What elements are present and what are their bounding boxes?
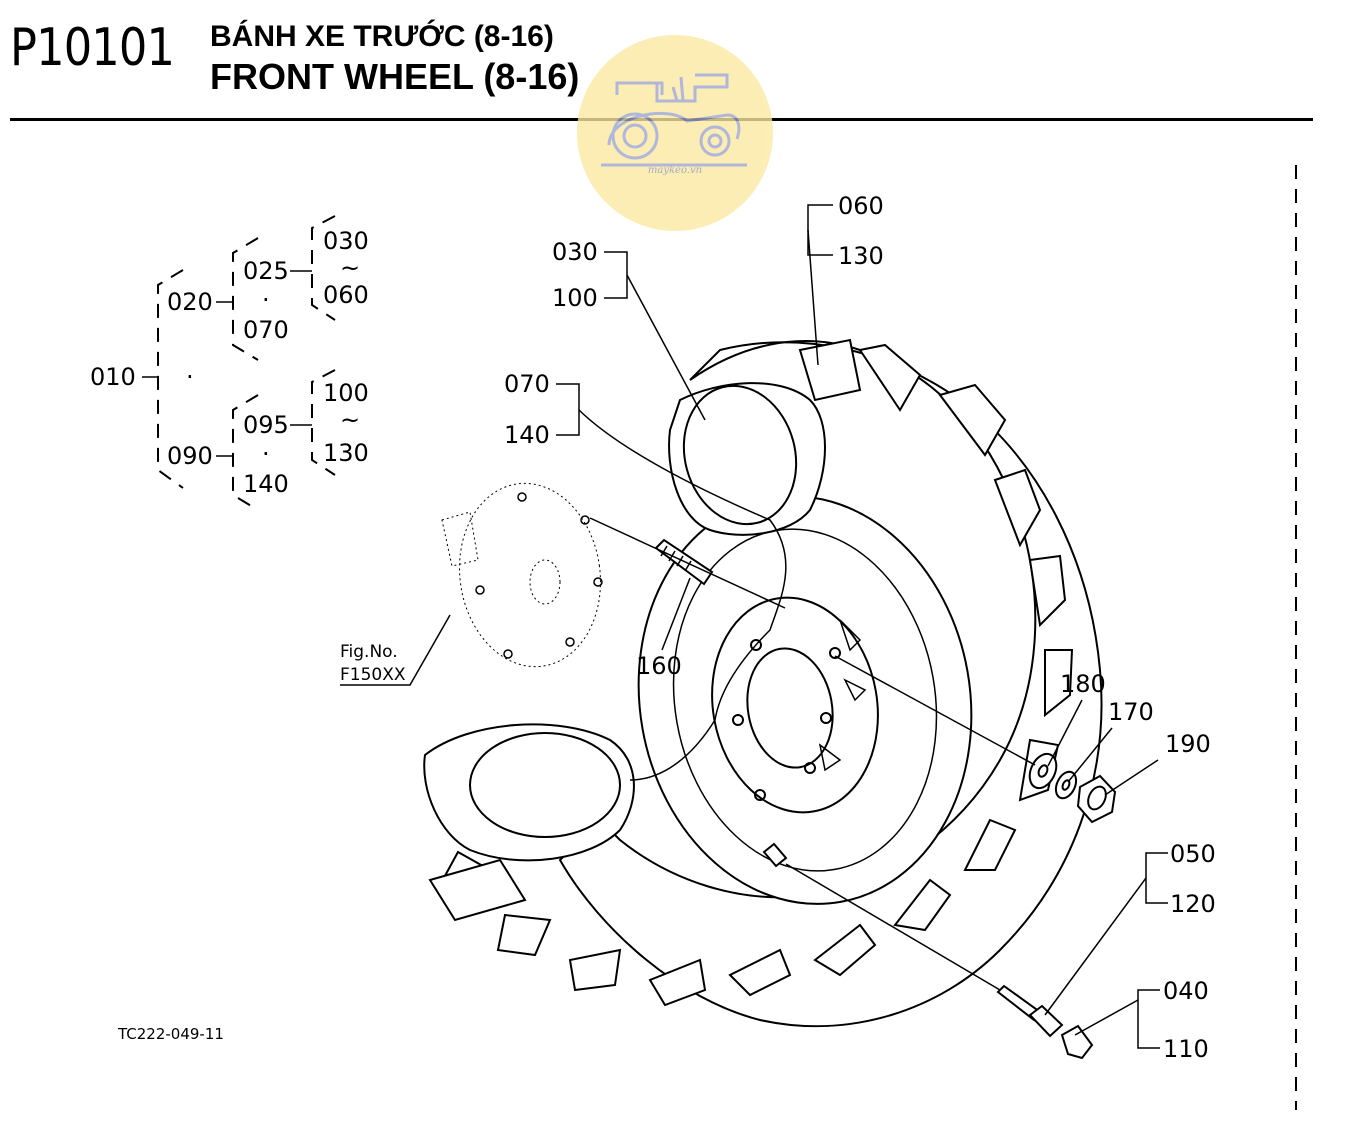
callout-160: 160 (636, 652, 682, 680)
page-id: P10101 (10, 18, 175, 78)
fig-reference-line1: Fig.No. (340, 642, 398, 662)
tree-branch-a-sub-label: 025 (243, 257, 289, 285)
valve-cap-part (1060, 1024, 1094, 1060)
tree-branch-b-alt-label: 140 (243, 470, 289, 498)
axle-hub-flange (441, 482, 603, 668)
fig-reference-line2: F150XX (340, 665, 406, 685)
tree-range-b-to: 130 (323, 439, 369, 467)
tree-branch-b-sub-label: 095 (243, 411, 289, 439)
callout-110: 110 (1163, 1035, 1209, 1063)
callout-140: 140 (504, 421, 550, 449)
tree-dot: · (186, 363, 194, 391)
valve-seat-part (762, 842, 788, 868)
tractor-icon (601, 73, 747, 167)
tree-range-a-from: 030 (323, 227, 369, 255)
callout-180: 180 (1060, 670, 1106, 698)
tree-branch-b-label: 090 (167, 442, 213, 470)
tractor-tire (423, 338, 1103, 1028)
tree-range-b-tilde: ~ (340, 406, 360, 434)
callout-120: 120 (1170, 890, 1216, 918)
watermark-logo: maykeo.vn (577, 35, 773, 231)
tree-root-label: 010 (90, 363, 136, 391)
parts-hierarchy-tree: 010 · 020 025 · 070 030 ~ 060 090 095 · … (90, 215, 369, 511)
tree-dot: · (262, 286, 270, 314)
leader-lines (340, 204, 1168, 1049)
tree-branch-a-alt-label: 070 (243, 316, 289, 344)
figure-code: TC222-049-11 (118, 1025, 224, 1043)
callout-050: 050 (1170, 840, 1216, 868)
callout-100: 100 (552, 284, 598, 312)
callout-040: 040 (1163, 977, 1209, 1005)
tree-range-a-to: 060 (323, 281, 369, 309)
page-title-vietnamese: BÁNH XE TRƯỚC (8-16) (210, 20, 554, 53)
callout-130: 130 (838, 242, 884, 270)
valve-stem-part (996, 984, 1064, 1038)
tree-branch-a-label: 020 (167, 288, 213, 316)
callout-030: 030 (552, 238, 598, 266)
wheel-nut-part (1076, 774, 1117, 824)
callout-170: 170 (1108, 698, 1154, 726)
page-title-english: FRONT WHEEL (8-16) (210, 56, 580, 97)
watermark-text: maykeo.vn (647, 165, 703, 176)
tree-range-b-from: 100 (323, 379, 369, 407)
callout-070: 070 (504, 370, 550, 398)
callout-060: 060 (838, 192, 884, 220)
callout-190: 190 (1165, 730, 1211, 758)
tree-range-a-tilde: ~ (340, 254, 360, 282)
tree-dot: · (262, 440, 270, 468)
